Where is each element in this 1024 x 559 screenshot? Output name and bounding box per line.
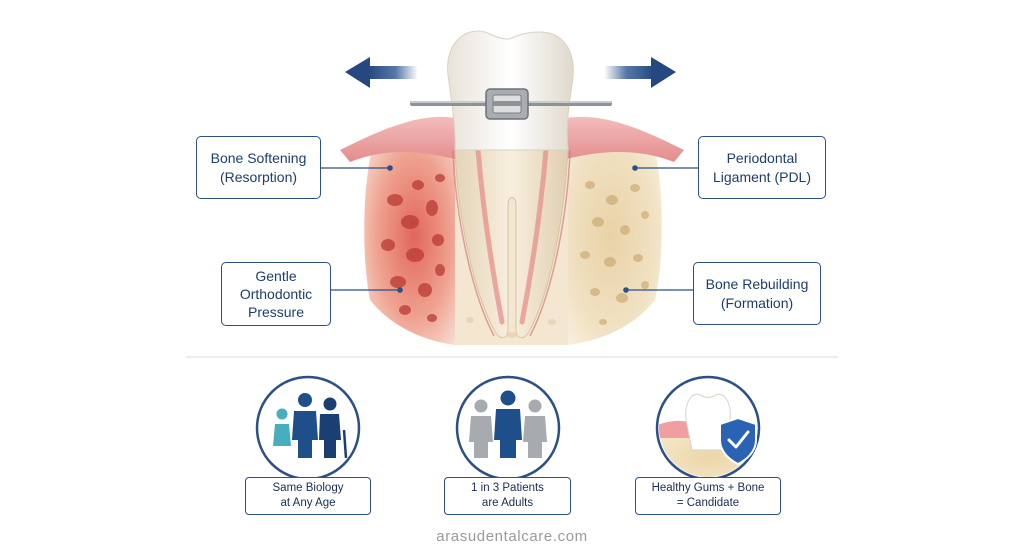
arrow-left-icon — [345, 57, 418, 88]
tooth — [447, 30, 574, 339]
label-gentle-orthodontic-pressure: Gentle Orthodontic Pressure — [221, 262, 331, 326]
label-pdl-line1: Periodontal — [726, 149, 798, 166]
stat-same-biology-line1: Same Biology — [272, 482, 344, 494]
stat-healthy-candidate-line1: Healthy Gums + Bone — [651, 482, 765, 494]
label-periodontal-ligament: Periodontal Ligament (PDL) — [698, 136, 826, 199]
brace-bracket — [410, 88, 612, 120]
label-bone-softening: Bone Softening (Resorption) — [196, 136, 321, 199]
stat-same-biology: Same Biology at Any Age — [245, 477, 371, 515]
arrow-right-icon — [604, 57, 676, 88]
footer-website: arasudentalcare.com — [436, 528, 588, 545]
label-bone-rebuilding-line2: (Formation) — [720, 294, 794, 311]
label-bone-rebuilding-line1: Bone Rebuilding — [705, 275, 809, 292]
label-gentle-line3: Pressure — [247, 304, 305, 320]
label-gentle-line1: Gentle — [255, 268, 297, 284]
stat-adult-patients: 1 in 3 Patients are Adults — [444, 477, 571, 515]
gum-tissue — [340, 116, 684, 162]
formation-pores — [580, 181, 649, 325]
label-bone-softening-line2: (Resorption) — [219, 168, 298, 185]
label-bone-softening-line1: Bone Softening — [210, 149, 307, 166]
stat-same-biology-line2: at Any Age — [280, 497, 336, 509]
label-pdl-line2: Ligament (PDL) — [712, 168, 812, 185]
stat-healthy-candidate: Healthy Gums + Bone = Candidate — [635, 477, 781, 515]
connector-lines — [321, 165, 698, 293]
healthy-tooth-shield-icon — [655, 375, 761, 481]
stat-adult-patients-line2: are Adults — [481, 497, 534, 509]
family-icon — [255, 375, 361, 481]
label-bone-rebuilding: Bone Rebuilding (Formation) — [693, 262, 821, 325]
label-gentle-line2: Orthodontic — [239, 286, 313, 302]
stat-adult-patients-line1: 1 in 3 Patients — [471, 482, 544, 494]
adults-icon — [455, 375, 561, 481]
resorption-pores — [381, 174, 445, 322]
stat-healthy-candidate-line2: = Candidate — [676, 497, 740, 509]
